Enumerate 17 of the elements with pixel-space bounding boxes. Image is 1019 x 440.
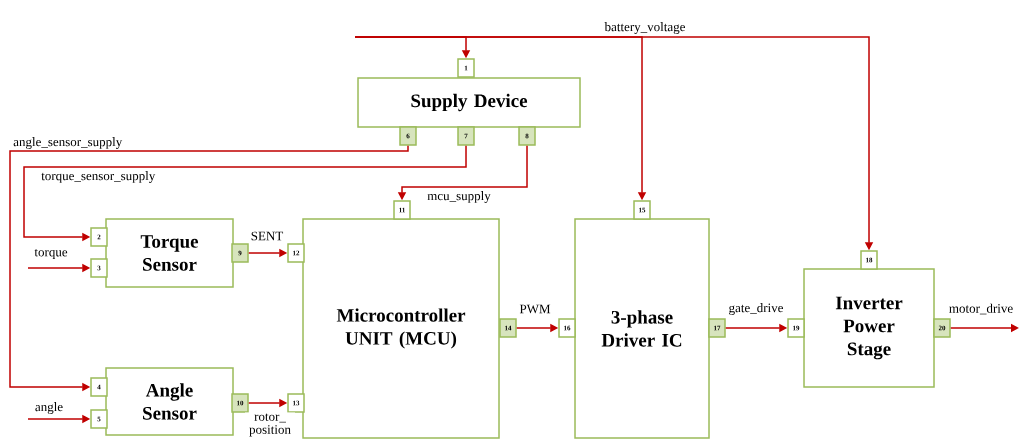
edge-label: PWM (518, 303, 552, 315)
block-box: Inverter Power Stage (803, 268, 935, 388)
edge-label: gate_drive (727, 302, 785, 316)
edge-label: battery_voltage (603, 21, 687, 35)
edge-label: angle_sensor_supply (12, 136, 124, 150)
edge-label: torque_sensor_supply (40, 170, 157, 184)
block-box: 3-phase Driver IC (574, 218, 710, 439)
edge-label: motor_drive (947, 302, 1015, 316)
edge-label: SENT (249, 230, 285, 242)
block-box: Angle Sensor (105, 367, 234, 436)
edge-label: mcu_supply (426, 190, 492, 204)
edge-label: angle (33, 401, 65, 415)
edge-label: rotor_ position (245, 412, 295, 438)
edge-label: torque (33, 247, 69, 261)
block-box: Torque Sensor (105, 218, 234, 288)
block-box: Microcontroller UNIT (MCU) (302, 218, 500, 439)
block-box: Supply Device (357, 77, 581, 128)
